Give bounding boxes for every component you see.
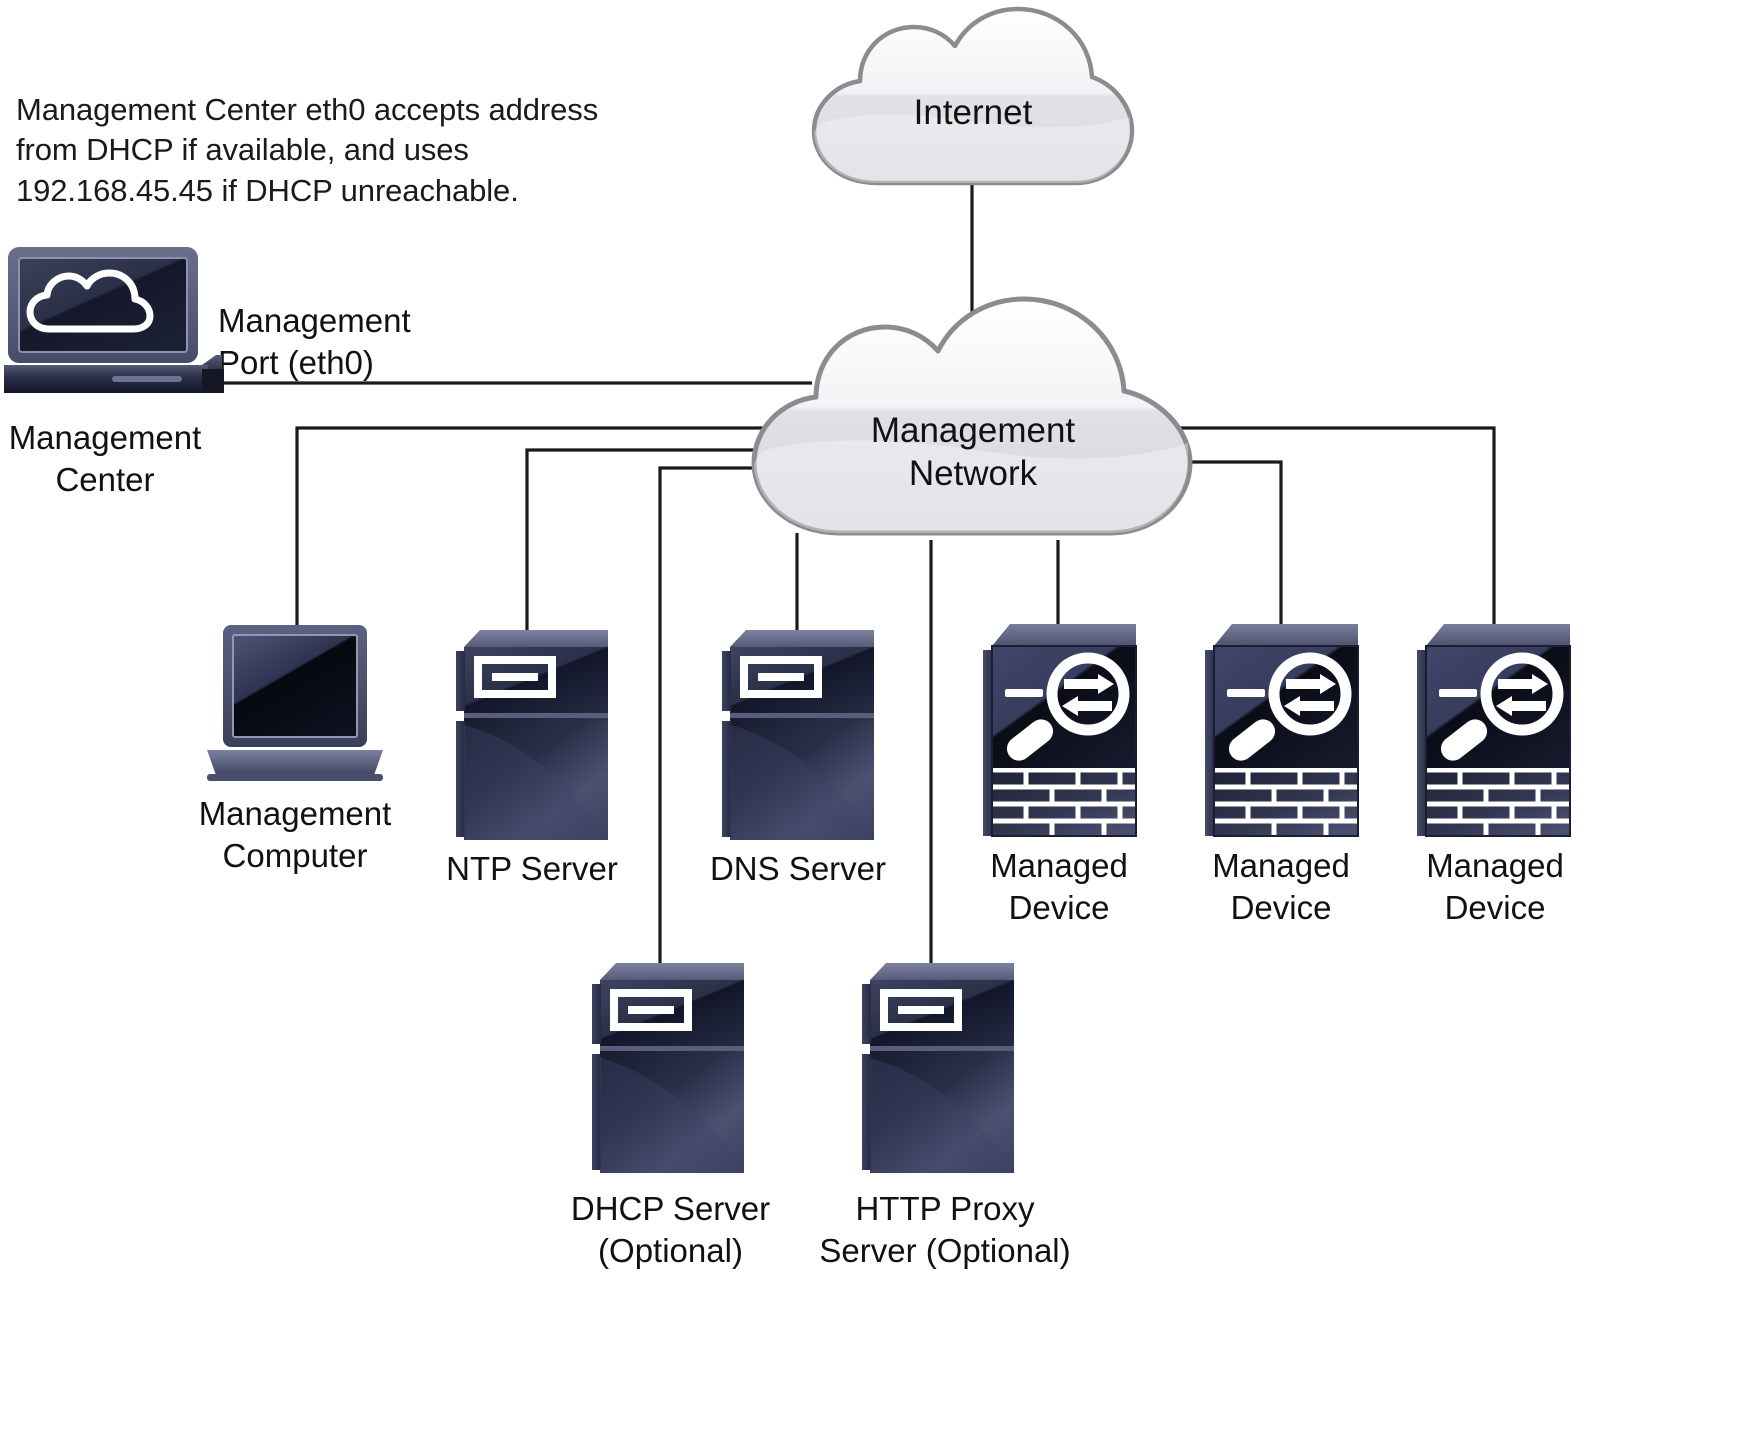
dns-server-node[interactable]	[718, 625, 878, 843]
dhcp-server-node[interactable]	[588, 958, 748, 1176]
management-center-node[interactable]	[2, 243, 224, 393]
wire-managed-device-3	[1168, 426, 1496, 625]
management-computer-node[interactable]	[205, 622, 385, 784]
management-computer-label: Management Computer	[198, 795, 392, 874]
management-center-label: Management Center	[8, 419, 202, 498]
server-badge-icon	[880, 989, 962, 1031]
management-network-cloud-label: Management Network	[870, 411, 1076, 493]
exchange-arrows-icon	[1046, 652, 1130, 736]
dhcp-server-label: DHCP Server (Optional)	[570, 1190, 771, 1269]
exchange-arrows-icon	[1268, 652, 1352, 736]
management-port-label: Management Port (eth0)	[218, 302, 411, 381]
http-proxy-server-label: HTTP Proxy Server (Optional)	[819, 1190, 1071, 1269]
pill-icon	[1228, 719, 1276, 761]
pill-icon	[1006, 719, 1054, 761]
managed-device-2-label: Managed Device	[1212, 847, 1350, 926]
ntp-server-node[interactable]	[452, 625, 612, 843]
dns-server-label: DNS Server	[709, 850, 887, 887]
dhcp-annotation-text: Management Center eth0 accepts address f…	[16, 92, 599, 208]
cloud-glyph-icon	[26, 269, 154, 333]
pill-icon	[1440, 719, 1488, 761]
managed-device-1-node[interactable]	[978, 618, 1140, 840]
ntp-server-label: NTP Server	[446, 850, 618, 887]
dash-icon	[1005, 689, 1043, 697]
internet-cloud-label: Internet	[913, 93, 1033, 132]
management-network-cloud	[748, 295, 1196, 540]
wire-ntp-server	[525, 448, 782, 632]
server-badge-icon	[610, 989, 692, 1031]
wire-mgmt-computer	[295, 426, 800, 628]
dash-icon	[1227, 689, 1265, 697]
exchange-arrows-icon	[1480, 652, 1564, 736]
eth0-port-connector	[202, 369, 224, 393]
http-proxy-server-node[interactable]	[858, 958, 1018, 1176]
managed-device-2-node[interactable]	[1200, 618, 1362, 840]
managed-device-3-label: Managed Device	[1426, 847, 1564, 926]
managed-device-1-label: Managed Device	[990, 847, 1128, 926]
server-badge-icon	[474, 656, 556, 698]
internet-cloud	[808, 5, 1138, 190]
managed-device-3-node[interactable]	[1412, 618, 1574, 840]
dash-icon	[1439, 689, 1477, 697]
